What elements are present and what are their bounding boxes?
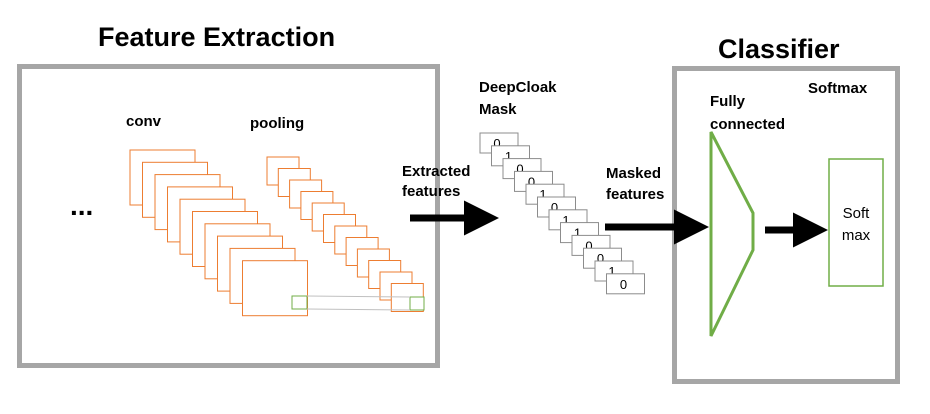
mask-value: 0 [551,200,558,215]
mask-value: 0 [620,277,627,292]
ellipsis: ... [70,190,94,221]
mask-cell [606,273,645,295]
mask-value: 0 [493,136,500,151]
mask-value: 1 [505,149,512,164]
extracted-features-label-line1: Extracted [402,163,471,180]
mask-value: 0 [528,174,535,189]
pooling-feature-maps [266,156,425,312]
fully-connected-layer [709,131,755,337]
conv-receptive-field [291,295,308,310]
mask-value: 0 [597,251,604,266]
mask-value: 1 [539,187,546,202]
fully-connected-label-line2: connected [710,116,786,133]
softmax-box-text-line2: max [841,227,871,244]
receptive-field-connector [306,308,411,311]
mask-value: 0 [516,162,523,177]
mask-value: 0 [585,238,592,253]
feature-extraction-title: Feature Extraction [98,22,336,52]
deepcloak-mask-title-line1: DeepCloak [479,79,557,96]
receptive-field-lines [306,295,411,311]
conv-label: conv [126,113,162,130]
mask-value: 1 [562,213,569,228]
fully-connected-label-line1: Fully [710,93,746,110]
mask-value: 1 [574,226,581,241]
deepcloak-mask-title-line2: Mask [479,101,517,118]
softmax-label: Softmax [808,80,868,97]
softmax-box-text-line1: Soft [842,205,870,222]
feature-extraction-box [17,64,440,368]
pool-receptive-field [409,296,425,311]
masked-features-label-line1: Masked [606,165,662,182]
mask-value: 1 [608,264,615,279]
pooling-label: pooling [250,115,305,132]
extracted-features-label-line2: features [402,183,461,200]
softmax-box [828,158,884,287]
classifier-title: Classifier [718,34,840,64]
conv-feature-maps [129,149,308,317]
masked-features-label-line2: features [606,186,665,203]
receptive-field-connector [306,295,411,298]
